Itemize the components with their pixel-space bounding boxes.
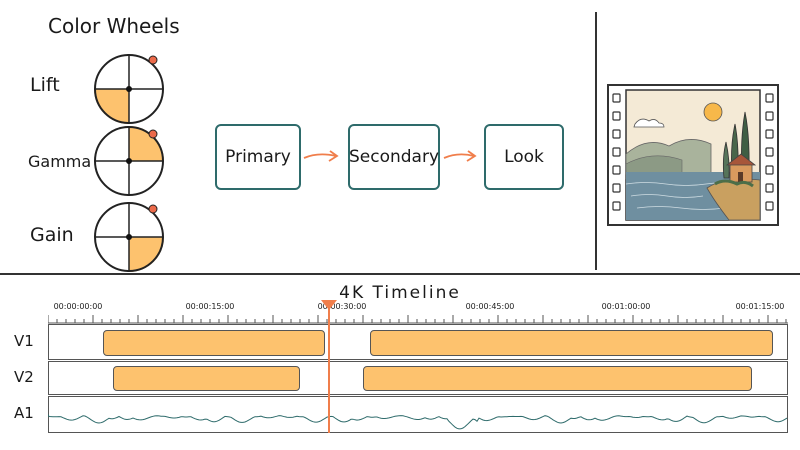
- timecode-1: 00:00:15:00: [185, 302, 235, 311]
- clip-v1-2[interactable]: [370, 330, 773, 356]
- panel-divider-vertical: [595, 12, 597, 270]
- ruler-ticks: [48, 315, 788, 324]
- panel-divider-horizontal: [0, 273, 800, 275]
- lift-handle[interactable]: [148, 55, 158, 65]
- timecode-3: 00:00:45:00: [465, 302, 515, 311]
- playhead-handle[interactable]: [321, 300, 337, 310]
- node-primary[interactable]: Primary: [215, 124, 301, 190]
- lift-quadrant-fill: [94, 89, 129, 124]
- playhead[interactable]: [328, 302, 330, 433]
- timecode-4: 00:01:00:00: [601, 302, 651, 311]
- gain-label: Gain: [30, 224, 74, 246]
- gamma-handle[interactable]: [148, 129, 158, 139]
- gamma-wheel[interactable]: [94, 126, 164, 196]
- arrow-primary-secondary: [303, 153, 337, 159]
- audio-waveform: [48, 414, 788, 430]
- timecode-ruler[interactable]: 00:00:00:00 00:00:15:00 00:00:30:00 00:0…: [48, 302, 788, 324]
- node-look[interactable]: Look: [484, 124, 564, 190]
- timecode-0: 00:00:00:00: [53, 302, 103, 311]
- gain-wheel[interactable]: [94, 202, 164, 272]
- arrow-secondary-look: [443, 153, 475, 159]
- gamma-quadrant-fill: [129, 126, 164, 161]
- film-strip-landscape-icon: [607, 84, 779, 226]
- track-label-v2: V2: [14, 368, 34, 386]
- track-label-a1: A1: [14, 404, 34, 422]
- timecode-5: 00:01:15:00: [735, 302, 785, 311]
- clip-v1-1[interactable]: [103, 330, 325, 356]
- timeline-title: 4K Timeline: [339, 283, 461, 303]
- node-secondary[interactable]: Secondary: [348, 124, 440, 190]
- track-label-v1: V1: [14, 332, 34, 350]
- lift-wheel[interactable]: [94, 54, 164, 124]
- gain-handle[interactable]: [148, 204, 158, 214]
- lift-label: Lift: [30, 74, 60, 96]
- color-wheels-title: Color Wheels: [48, 14, 180, 38]
- clip-v2-1[interactable]: [113, 366, 300, 391]
- track-v1[interactable]: [48, 324, 788, 360]
- timecode-2: 00:00:30:00: [317, 302, 367, 311]
- track-v2[interactable]: [48, 361, 788, 395]
- clip-v2-2[interactable]: [363, 366, 752, 391]
- track-a1[interactable]: [48, 396, 788, 433]
- gamma-label: Gamma: [28, 152, 92, 171]
- gain-quadrant-fill: [129, 237, 164, 272]
